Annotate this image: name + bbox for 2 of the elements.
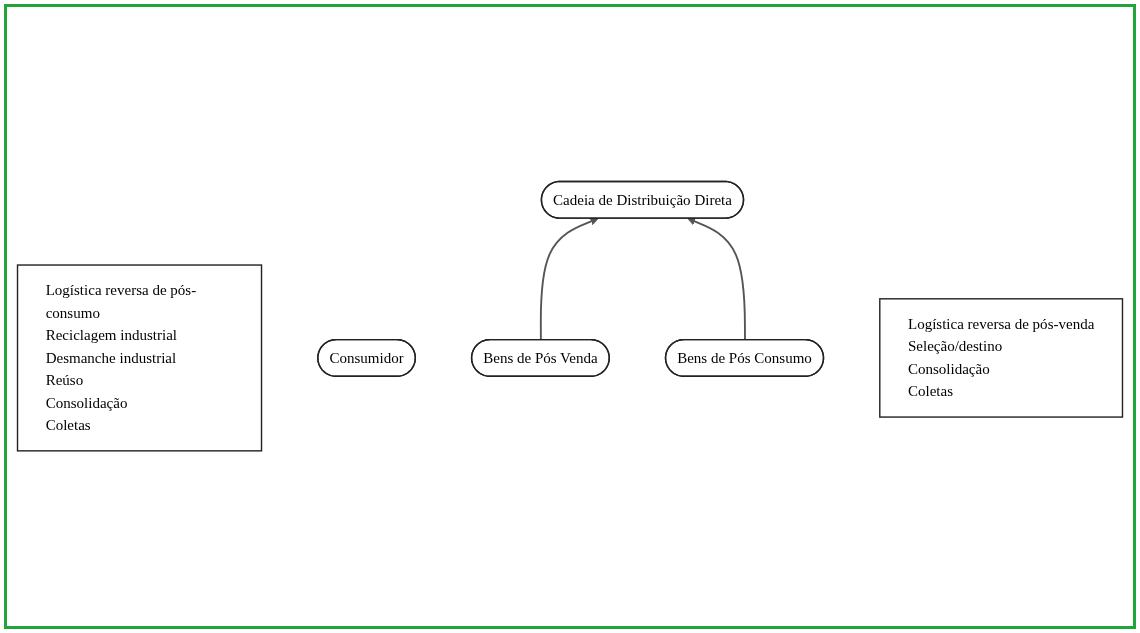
node-box: Logística reversa de pós-consumo Reciclagem industrial Desmanche industrial Reúso Consolidação Coletas: [16, 264, 263, 452]
node-box: Logística reversa de pós-venda Seleção/destino Consolidação Coletas: [879, 298, 1124, 419]
